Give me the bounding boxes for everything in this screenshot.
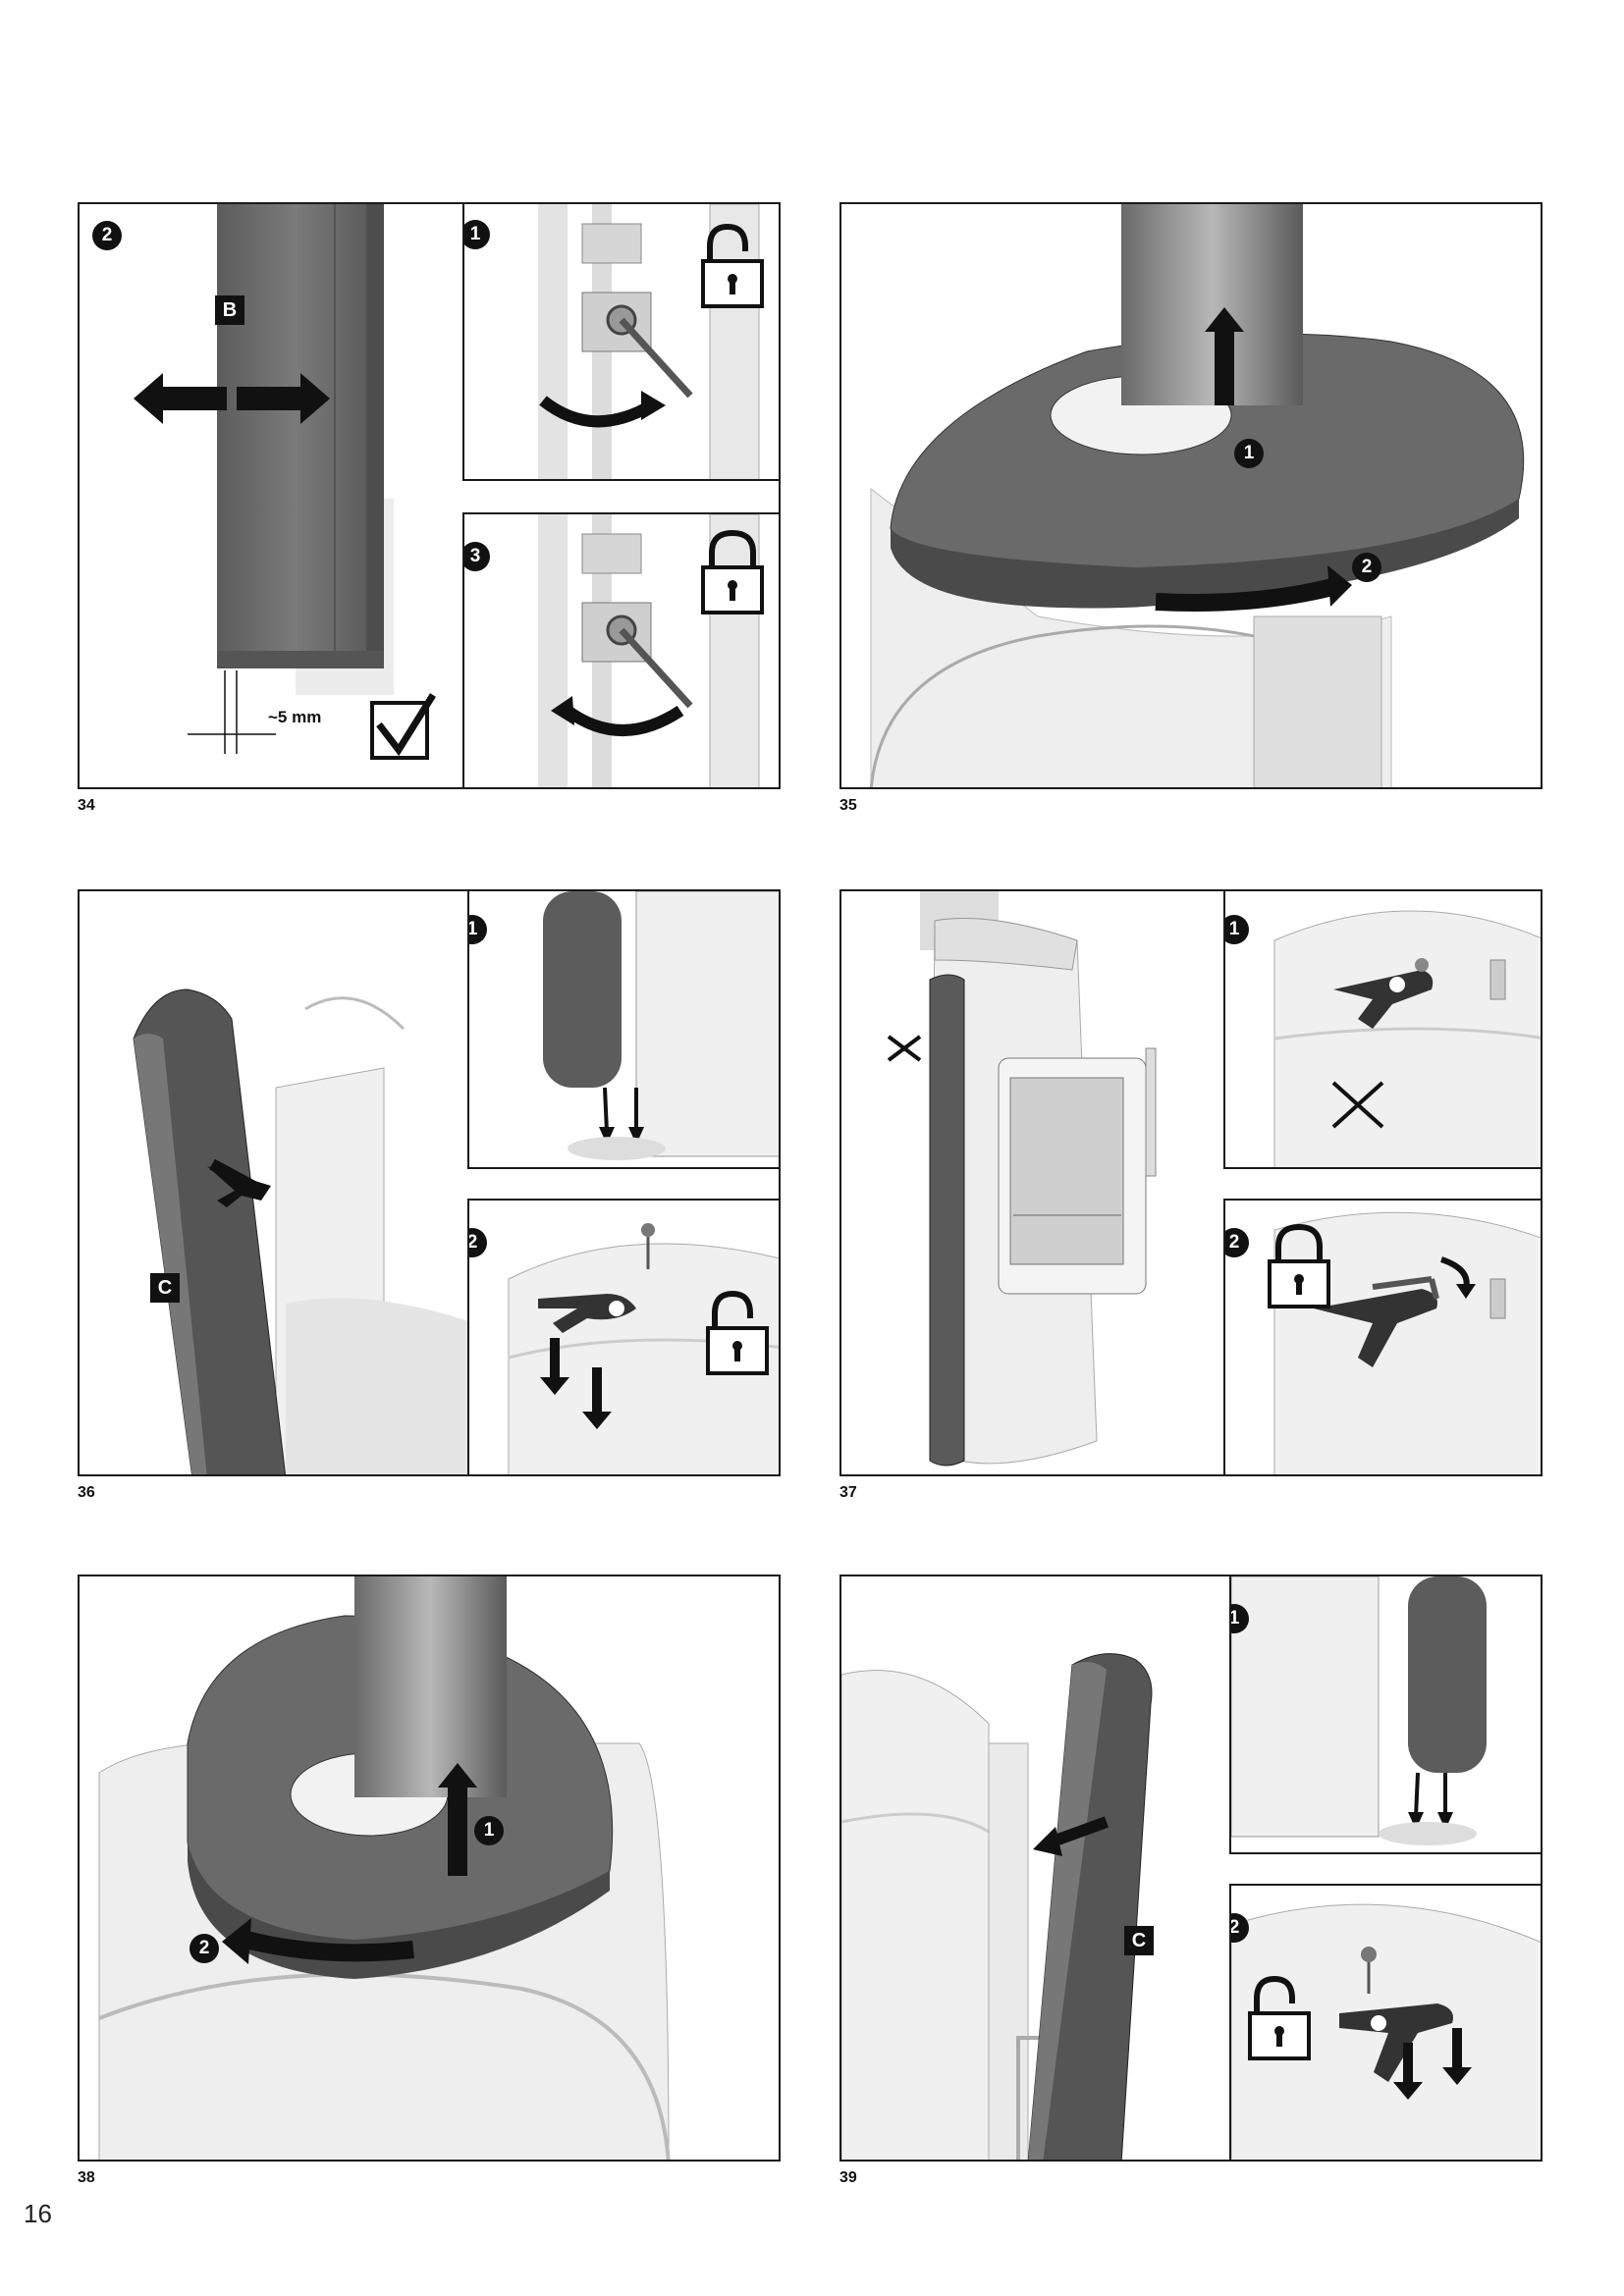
padlock-closed-icon: [701, 529, 764, 614]
figure-34-illustration: [134, 204, 436, 760]
checkbox-check-icon: [370, 693, 436, 760]
page-number: 16: [24, 2199, 52, 2228]
figure-35: 1 2: [839, 202, 1543, 789]
figure-39-illustration: [841, 1653, 1153, 2160]
figure-38-illustration: [98, 1576, 671, 2160]
figure-number-36: 36: [78, 1484, 95, 1501]
measurement-label: ~5 mm: [268, 708, 322, 726]
figure-number-37: 37: [839, 1484, 857, 1501]
label-c: C: [150, 1273, 180, 1303]
double-arrow-icon: [134, 373, 330, 424]
side-panel-b: [217, 204, 374, 666]
padlock-open-icon: [1248, 1975, 1311, 2060]
step-badge-1: 1: [1231, 1604, 1249, 1633]
figure-35-illustration: [869, 204, 1525, 787]
step-badge-2: 2: [469, 1228, 487, 1257]
figure-36-illustration: [133, 988, 502, 1474]
figure-number-39: 39: [839, 2169, 857, 2186]
figure-39: C 1 2: [839, 1575, 1543, 2162]
step-badge-2: 2: [189, 1934, 219, 1963]
step-badge-2: 2: [1225, 1228, 1249, 1257]
padlock-closed-icon: [1268, 1223, 1330, 1308]
figure-34-detail-3: 3: [462, 512, 779, 787]
figure-36-detail-2: 2: [467, 1199, 779, 1474]
figure-37: 1 2: [839, 889, 1543, 1476]
label-c: C: [1124, 1926, 1154, 1955]
figure-38: 1 2: [78, 1575, 781, 2162]
padlock-open-icon: [706, 1290, 769, 1375]
figure-37-detail-2: 2: [1223, 1199, 1541, 1474]
figure-39-detail-1: 1: [1229, 1576, 1541, 1854]
figure-37-detail-1: 1: [1223, 891, 1541, 1169]
remove-x-icon: [887, 1035, 922, 1062]
step-badge-1: 1: [1234, 439, 1264, 468]
step-badge-2: 2: [1352, 553, 1381, 582]
step-badge-1: 1: [464, 220, 490, 249]
remove-x-icon: [1331, 1081, 1384, 1129]
figure-36-detail-1: 1: [467, 891, 779, 1169]
figure-36: C 1 2: [78, 889, 781, 1476]
step-badge-1: 1: [474, 1816, 504, 1845]
figure-37-illustration: [887, 891, 1157, 1467]
figure-39-detail-2: 2: [1229, 1884, 1541, 2160]
label-b: B: [215, 295, 244, 325]
step-badge-2: 2: [92, 221, 122, 250]
figure-34: 2 B ~5 mm 1: [78, 202, 781, 789]
figure-number-35: 35: [839, 797, 857, 814]
step-badge-3: 3: [464, 542, 490, 571]
figure-number-34: 34: [78, 797, 95, 814]
step-badge-1: 1: [469, 915, 487, 944]
step-badge-2: 2: [1231, 1913, 1249, 1943]
padlock-open-icon: [701, 223, 764, 308]
figure-34-detail-1: 1: [462, 204, 779, 481]
step-badge-1: 1: [1225, 915, 1249, 944]
figure-number-38: 38: [78, 2169, 95, 2186]
